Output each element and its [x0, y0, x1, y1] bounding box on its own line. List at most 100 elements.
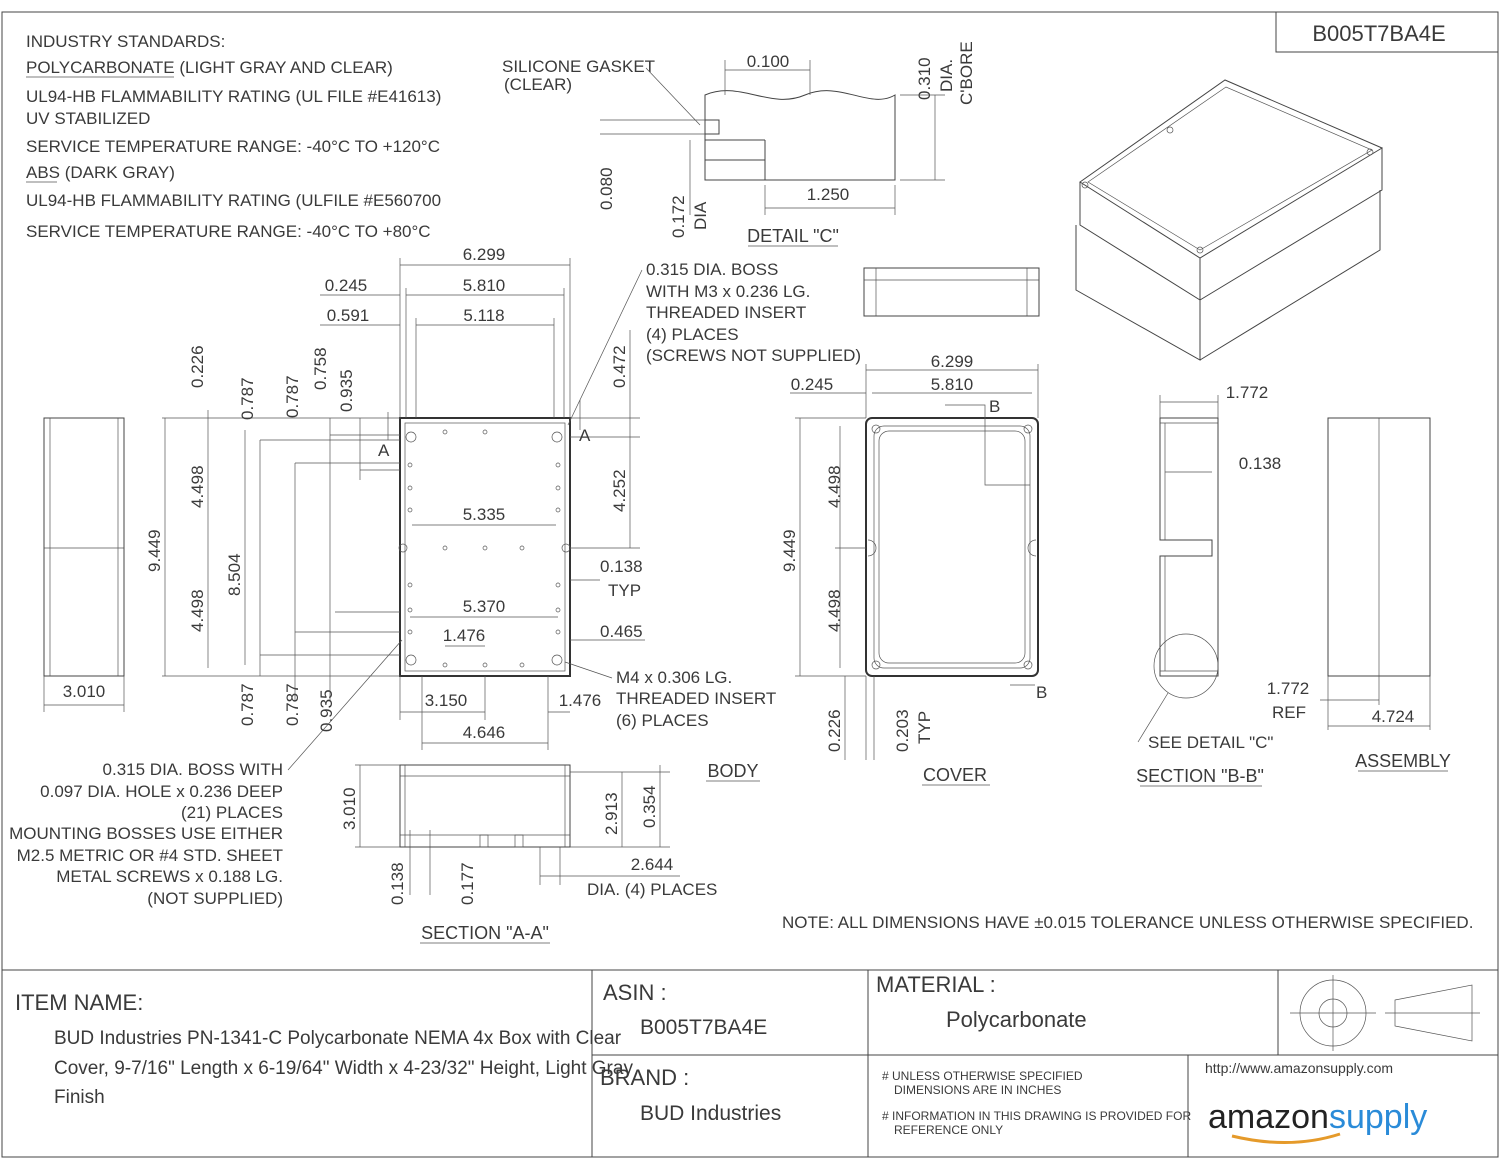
dim: 4.498	[188, 465, 207, 508]
section-bb-title: SECTION "B-B"	[1136, 766, 1264, 786]
dim: C'BORE	[957, 41, 976, 105]
section-mark: B	[1036, 683, 1047, 702]
dim: 9.449	[780, 529, 799, 572]
note-line: # UNLESS OTHERWISE SPECIFIED	[882, 1069, 1083, 1083]
cover-side-view	[863, 267, 1040, 317]
dim: 0.787	[238, 683, 257, 726]
svg-text:MOUNTING BOSSES USE EITHER: MOUNTING BOSSES USE EITHER	[9, 824, 283, 843]
dim: 1.772	[1226, 383, 1269, 402]
svg-text:0.315 DIA. BOSS WITH: 0.315 DIA. BOSS WITH	[103, 760, 283, 779]
svg-text:(NOT SUPPLIED): (NOT SUPPLIED)	[147, 889, 283, 908]
dim: 1.476	[559, 691, 602, 710]
dim: 4.724	[1372, 707, 1415, 726]
dim: 0.138	[388, 862, 407, 905]
svg-text:M2.5 METRIC OR #4 STD. SHEET: M2.5 METRIC OR #4 STD. SHEET	[17, 846, 283, 865]
dim: 0.226	[825, 709, 844, 752]
section-mark: A	[579, 426, 591, 445]
mount-note: 0.315 DIA. BOSS WITH 0.097 DIA. HOLE x 0…	[9, 760, 283, 908]
dim: 0.226	[188, 345, 207, 388]
standards-heading: INDUSTRY STANDARDS:	[26, 32, 225, 51]
dim: 4.498	[825, 589, 844, 632]
material-label: MATERIAL :	[876, 972, 996, 997]
cover-title: COVER	[923, 765, 987, 785]
boss-note: THREADED INSERT	[646, 303, 806, 322]
drawing-border	[1, 11, 1499, 1158]
dim: 0.177	[458, 862, 477, 905]
dim: 0.591	[327, 306, 370, 325]
dim: 1.250	[807, 185, 850, 204]
standard-line: SERVICE TEMPERATURE RANGE: -40°C TO +120…	[26, 137, 440, 156]
section-mark: B	[989, 397, 1000, 416]
dim: 0.203	[893, 709, 912, 752]
dim: 6.299	[931, 352, 974, 371]
part-number: B005T7BA4E	[1312, 21, 1445, 46]
logo: amazonsupply	[1208, 1098, 1427, 1136]
body-side-view: 3.010	[43, 417, 125, 712]
dim: 0.758	[311, 347, 330, 390]
item-name-line: BUD Industries PN-1341-C Polycarbonate N…	[54, 1028, 622, 1049]
item-name-label: ITEM NAME:	[15, 990, 143, 1015]
standard-line: UV STABILIZED	[26, 109, 150, 128]
industry-standards: INDUSTRY STANDARDS: POLYCARBONATE (LIGHT…	[26, 32, 441, 241]
assembly-title: ASSEMBLY	[1355, 751, 1451, 771]
boss-note: 0.315 DIA. BOSS	[646, 260, 778, 279]
dim: 0.354	[640, 785, 659, 828]
boss-note: (SCREWS NOT SUPPLIED)	[646, 346, 861, 365]
dim: 0.080	[597, 167, 616, 210]
dim: 0.935	[337, 369, 356, 412]
note-line: # INFORMATION IN THIS DRAWING IS PROVIDE…	[882, 1109, 1191, 1123]
dim: 0.787	[283, 683, 302, 726]
material-value: Polycarbonate	[946, 1007, 1087, 1032]
dim: 5.118	[463, 306, 504, 325]
insert-note: THREADED INSERT	[616, 689, 776, 708]
body-title: BODY	[707, 761, 758, 781]
gasket-label: (CLEAR)	[504, 75, 572, 94]
asin-label: ASIN :	[603, 980, 667, 1005]
dim: 0.138	[600, 557, 643, 576]
dim: 4.498	[188, 589, 207, 632]
dim: 2.913	[602, 792, 621, 835]
dim: 0.245	[325, 276, 368, 295]
svg-text:0.097 DIA. HOLE x 0.236 DEEP: 0.097 DIA. HOLE x 0.236 DEEP	[40, 782, 283, 801]
cover-view: B B 6.299 0.245 5.810 9.449 4.498 4.498 …	[780, 352, 1047, 786]
dim: 3.010	[63, 682, 106, 701]
isometric-box	[1075, 79, 1384, 361]
standard-line: POLYCARBONATE (LIGHT GRAY AND CLEAR)	[26, 58, 393, 77]
dim: 0.100	[747, 52, 790, 71]
website-url: http://www.amazonsupply.com	[1205, 1060, 1393, 1076]
brand-value: BUD Industries	[640, 1102, 781, 1125]
dim: DIA.	[937, 59, 956, 92]
dim: 1.772	[1267, 679, 1310, 698]
dim: 4.252	[610, 469, 629, 512]
dim: 2.644	[631, 855, 674, 874]
dim: 4.646	[463, 723, 506, 742]
dim: 4.498	[825, 465, 844, 508]
dim: 5.335	[463, 505, 506, 524]
dim: DIA. (4) PLACES	[587, 880, 717, 899]
detail-c-view: 0.100 0.310 DIA. C'BORE 0.080 0.172 DIA …	[502, 41, 976, 247]
svg-text:(21) PLACES: (21) PLACES	[181, 803, 283, 822]
title-block: ITEM NAME: BUD Industries PN-1341-C Poly…	[2, 969, 1498, 1157]
note-line: DIMENSIONS ARE IN INCHES	[894, 1083, 1061, 1097]
dim: TYP	[915, 711, 934, 744]
body-view: 6.299 0.245 5.810 0.591 5.118 9.449 0.22…	[145, 245, 861, 782]
standard-line: SERVICE TEMPERATURE RANGE: -40°C TO +80°…	[26, 222, 431, 241]
item-name-line: Cover, 9-7/16" Length x 6-19/64" Width x…	[54, 1058, 633, 1079]
boss-note: (4) PLACES	[646, 325, 739, 344]
standard-line: UL94-HB FLAMMABILITY RATING (UL FILE #E4…	[26, 87, 441, 106]
dim: 0.310	[915, 57, 934, 100]
dim: 0.465	[600, 622, 643, 641]
dim: 3.150	[425, 691, 468, 710]
logo-smile	[1231, 1132, 1341, 1145]
dim: REF	[1272, 703, 1306, 722]
dim: 8.504	[225, 553, 244, 596]
section-aa-title: SECTION "A-A"	[421, 923, 549, 943]
dim: 3.010	[340, 787, 359, 830]
tolerance-note: NOTE: ALL DIMENSIONS HAVE ±0.015 TOLERAN…	[782, 913, 1473, 932]
part-number-box	[1275, 11, 1499, 53]
dim: 0.245	[791, 375, 834, 394]
dim: 6.299	[463, 245, 506, 264]
boss-note: WITH M3 x 0.236 LG.	[646, 282, 810, 301]
dim: 5.810	[931, 375, 974, 394]
